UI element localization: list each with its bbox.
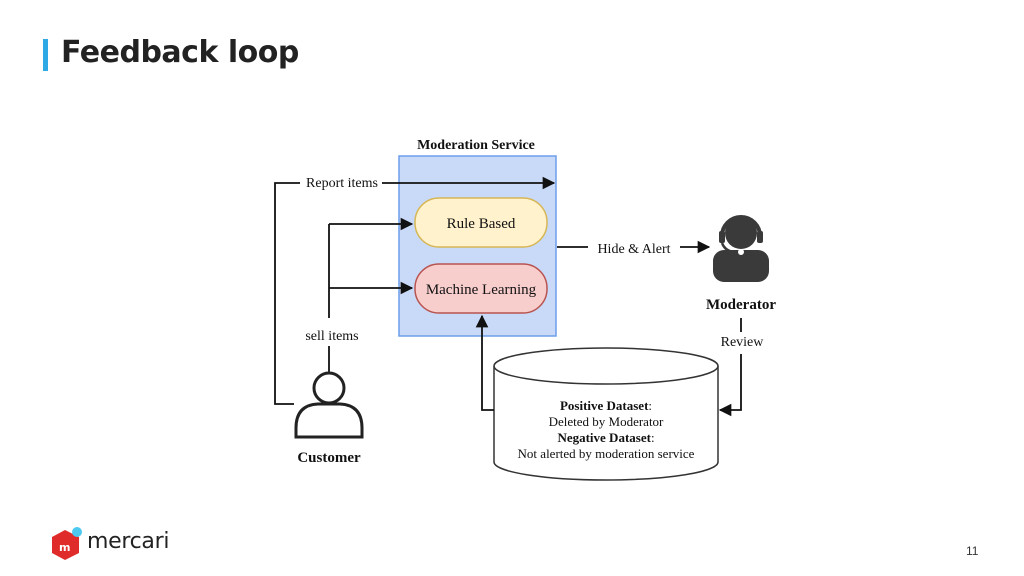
review-label: Review <box>721 335 765 350</box>
positive-colon: : <box>648 398 652 413</box>
positive-dataset-desc: Deleted by Moderator <box>549 414 664 429</box>
svg-text:m: m <box>59 541 70 554</box>
moderator-label: Moderator <box>706 297 776 313</box>
brand-name: mercari <box>87 529 170 554</box>
negative-colon: : <box>651 430 655 445</box>
machine-learning-label: Machine Learning <box>426 282 537 298</box>
service-title: Moderation Service <box>417 138 535 153</box>
hide-alert-label: Hide & Alert <box>597 242 670 257</box>
negative-dataset-label: Negative Dataset <box>557 430 651 445</box>
report-items-label: Report items <box>306 176 378 191</box>
positive-dataset-label: Positive Dataset <box>560 398 649 413</box>
report-loop-line <box>274 182 300 405</box>
dataset-cylinder <box>493 347 719 481</box>
negative-dataset-desc: Not alerted by moderation service <box>518 446 695 461</box>
positive-dataset-line: Positive Dataset: <box>560 398 652 413</box>
machine-learning-node <box>414 263 548 314</box>
rule-based-node <box>414 197 548 248</box>
slide-title: Feedback loop <box>61 35 299 70</box>
page-number: 11 <box>966 544 979 558</box>
mercari-logo-icon: m <box>52 527 82 560</box>
sell-items-label: sell items <box>305 329 358 344</box>
dataset-to-ml-arrow <box>475 314 494 411</box>
rule-based-label: Rule Based <box>447 216 516 232</box>
negative-dataset-line: Negative Dataset: <box>557 430 654 445</box>
moderator-headset-icon <box>713 215 769 282</box>
customer-user-icon <box>294 371 364 439</box>
review-arrow <box>718 354 742 417</box>
customer-label: Customer <box>297 450 361 466</box>
title-accent-bar <box>43 39 48 71</box>
